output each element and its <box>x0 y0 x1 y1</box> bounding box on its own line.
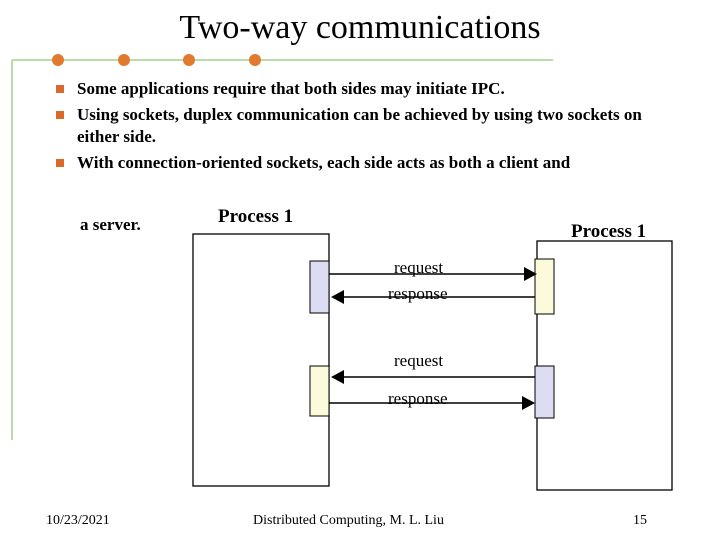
lower-response-arrowhead <box>522 396 535 410</box>
lower-request-label: request <box>394 351 443 370</box>
slide-title: Two-way communications <box>179 9 541 46</box>
footer-date: 10/23/2021 <box>46 513 110 528</box>
footer-course: Distributed Computing, M. L. Liu <box>253 513 444 528</box>
lower-request-arrowhead <box>331 370 344 384</box>
decoration-dot <box>52 54 64 66</box>
decoration-dot <box>249 54 261 66</box>
lower-response-label: response <box>388 389 447 408</box>
footer-page-number: 15 <box>633 513 647 528</box>
bullet-item: With connection-oriented sockets, each s… <box>56 152 676 174</box>
left-upper-socket <box>309 260 330 314</box>
right-process-label: Process 1 <box>571 221 646 242</box>
decoration-dot <box>118 54 130 66</box>
bullet-item: Using sockets, duplex communication can … <box>56 104 676 148</box>
left-process-box <box>192 233 330 487</box>
upper-request-label: request <box>394 258 443 277</box>
bullet-continuation: a server. <box>80 215 141 234</box>
left-process-label: Process 1 <box>218 206 293 227</box>
left-lower-socket <box>309 365 330 417</box>
bullet-list: Some applications require that both side… <box>56 78 676 174</box>
upper-response-arrowhead <box>331 290 344 304</box>
bullet-item: Some applications require that both side… <box>56 78 676 100</box>
right-process-box <box>536 240 673 491</box>
upper-response-label: response <box>388 284 447 303</box>
right-lower-socket <box>534 365 555 419</box>
upper-request-arrowhead <box>524 267 537 281</box>
right-upper-socket <box>534 258 555 315</box>
decoration-dot <box>183 54 195 66</box>
